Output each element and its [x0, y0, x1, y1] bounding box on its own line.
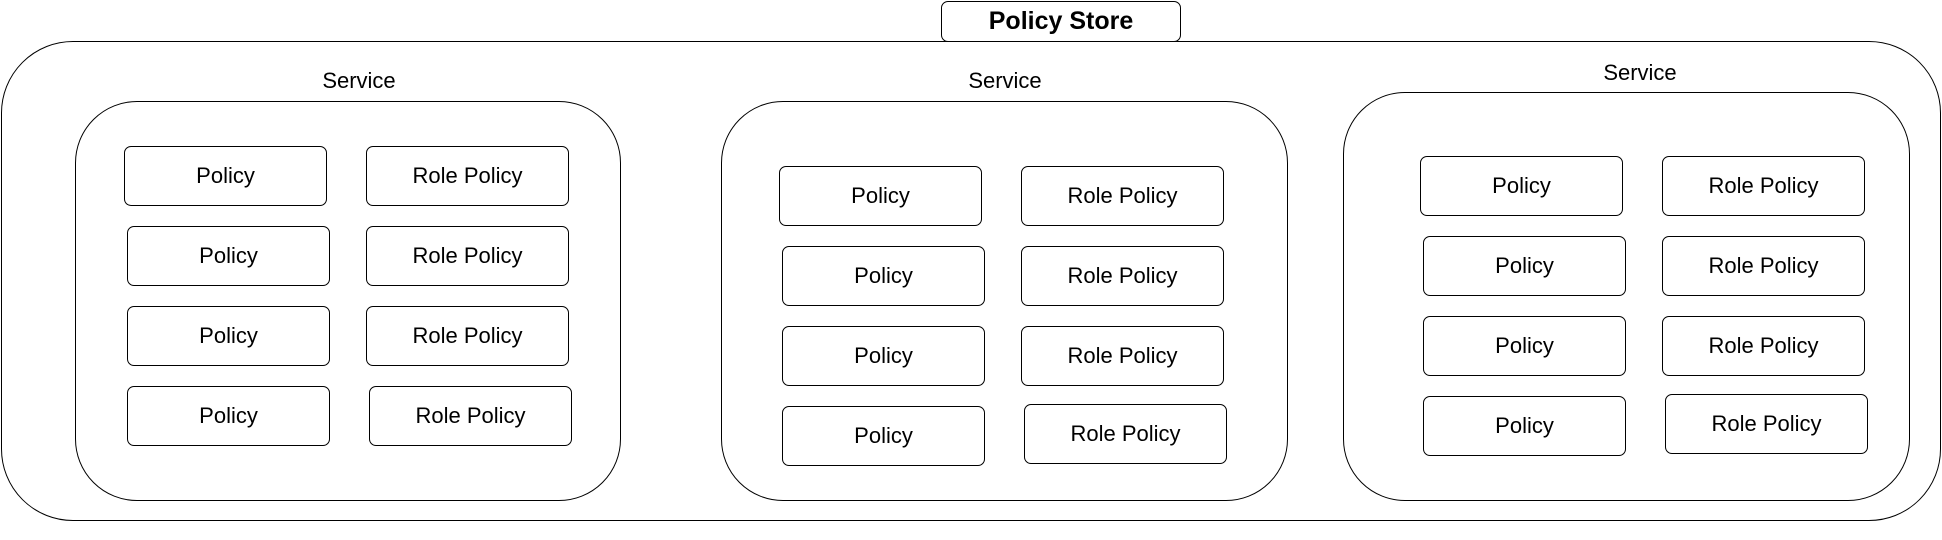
policy-store-title: Policy Store — [941, 1, 1181, 42]
policy-box: Policy — [127, 226, 330, 286]
policy-box: Policy — [1420, 156, 1623, 216]
service-label: Service — [968, 68, 1042, 93]
policy-box: Policy — [779, 166, 982, 226]
role-policy-box: Role Policy — [1021, 326, 1224, 386]
role-policy-box: Role Policy — [1021, 166, 1224, 226]
role-policy-box: Role Policy — [1662, 236, 1865, 296]
service-label: Service — [322, 68, 396, 93]
policy-box: Policy — [127, 386, 330, 446]
role-policy-box: Role Policy — [366, 226, 569, 286]
policy-box: Policy — [1423, 236, 1626, 296]
policy-box: Policy — [127, 306, 330, 366]
role-policy-box: Role Policy — [369, 386, 572, 446]
role-policy-box: Role Policy — [1024, 404, 1227, 464]
policy-box: Policy — [1423, 396, 1626, 456]
policy-box: Policy — [782, 246, 985, 306]
role-policy-box: Role Policy — [366, 146, 569, 206]
role-policy-box: Role Policy — [1662, 316, 1865, 376]
service-label: Service — [1603, 60, 1677, 85]
policy-box: Policy — [124, 146, 327, 206]
policy-box: Policy — [782, 326, 985, 386]
policy-box: Policy — [782, 406, 985, 466]
role-policy-box: Role Policy — [1021, 246, 1224, 306]
policy-store-title-text: Policy Store — [988, 7, 1134, 35]
role-policy-box: Role Policy — [1662, 156, 1865, 216]
role-policy-box: Role Policy — [1665, 394, 1868, 454]
policy-box: Policy — [1423, 316, 1626, 376]
role-policy-box: Role Policy — [366, 306, 569, 366]
